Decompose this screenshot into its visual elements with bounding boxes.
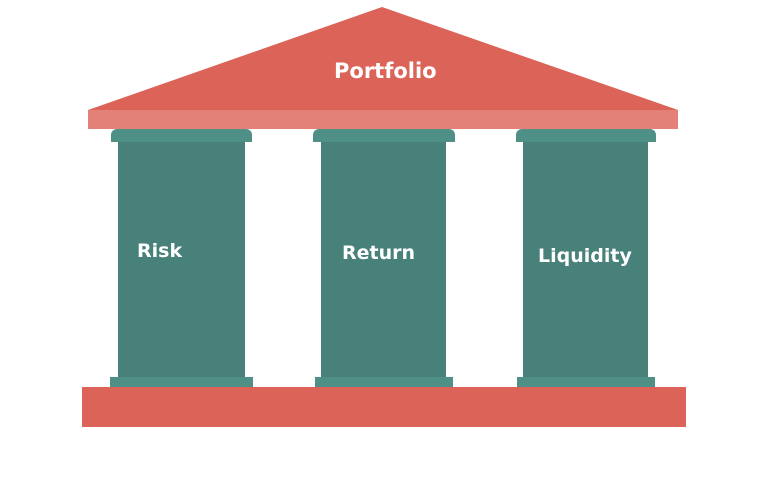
- base-platform: [82, 387, 686, 427]
- pillar-capital: [111, 129, 252, 142]
- pillar-capital: [313, 129, 455, 142]
- pillar-label: Return: [342, 242, 416, 264]
- pillar-label: Liquidity: [538, 245, 632, 267]
- pillar-shaft: [321, 142, 446, 377]
- pillar-label: Risk: [137, 240, 183, 262]
- roof-label: Portfolio: [334, 59, 437, 83]
- pillar-foot: [110, 377, 253, 387]
- pillar-shaft: [523, 142, 648, 377]
- pillar-foot: [517, 377, 655, 387]
- roof-beam: [88, 110, 678, 129]
- roof-triangle: [88, 7, 678, 110]
- pillar-capital: [516, 129, 656, 142]
- pillar-foot: [315, 377, 453, 387]
- pillar-shaft: [118, 142, 245, 377]
